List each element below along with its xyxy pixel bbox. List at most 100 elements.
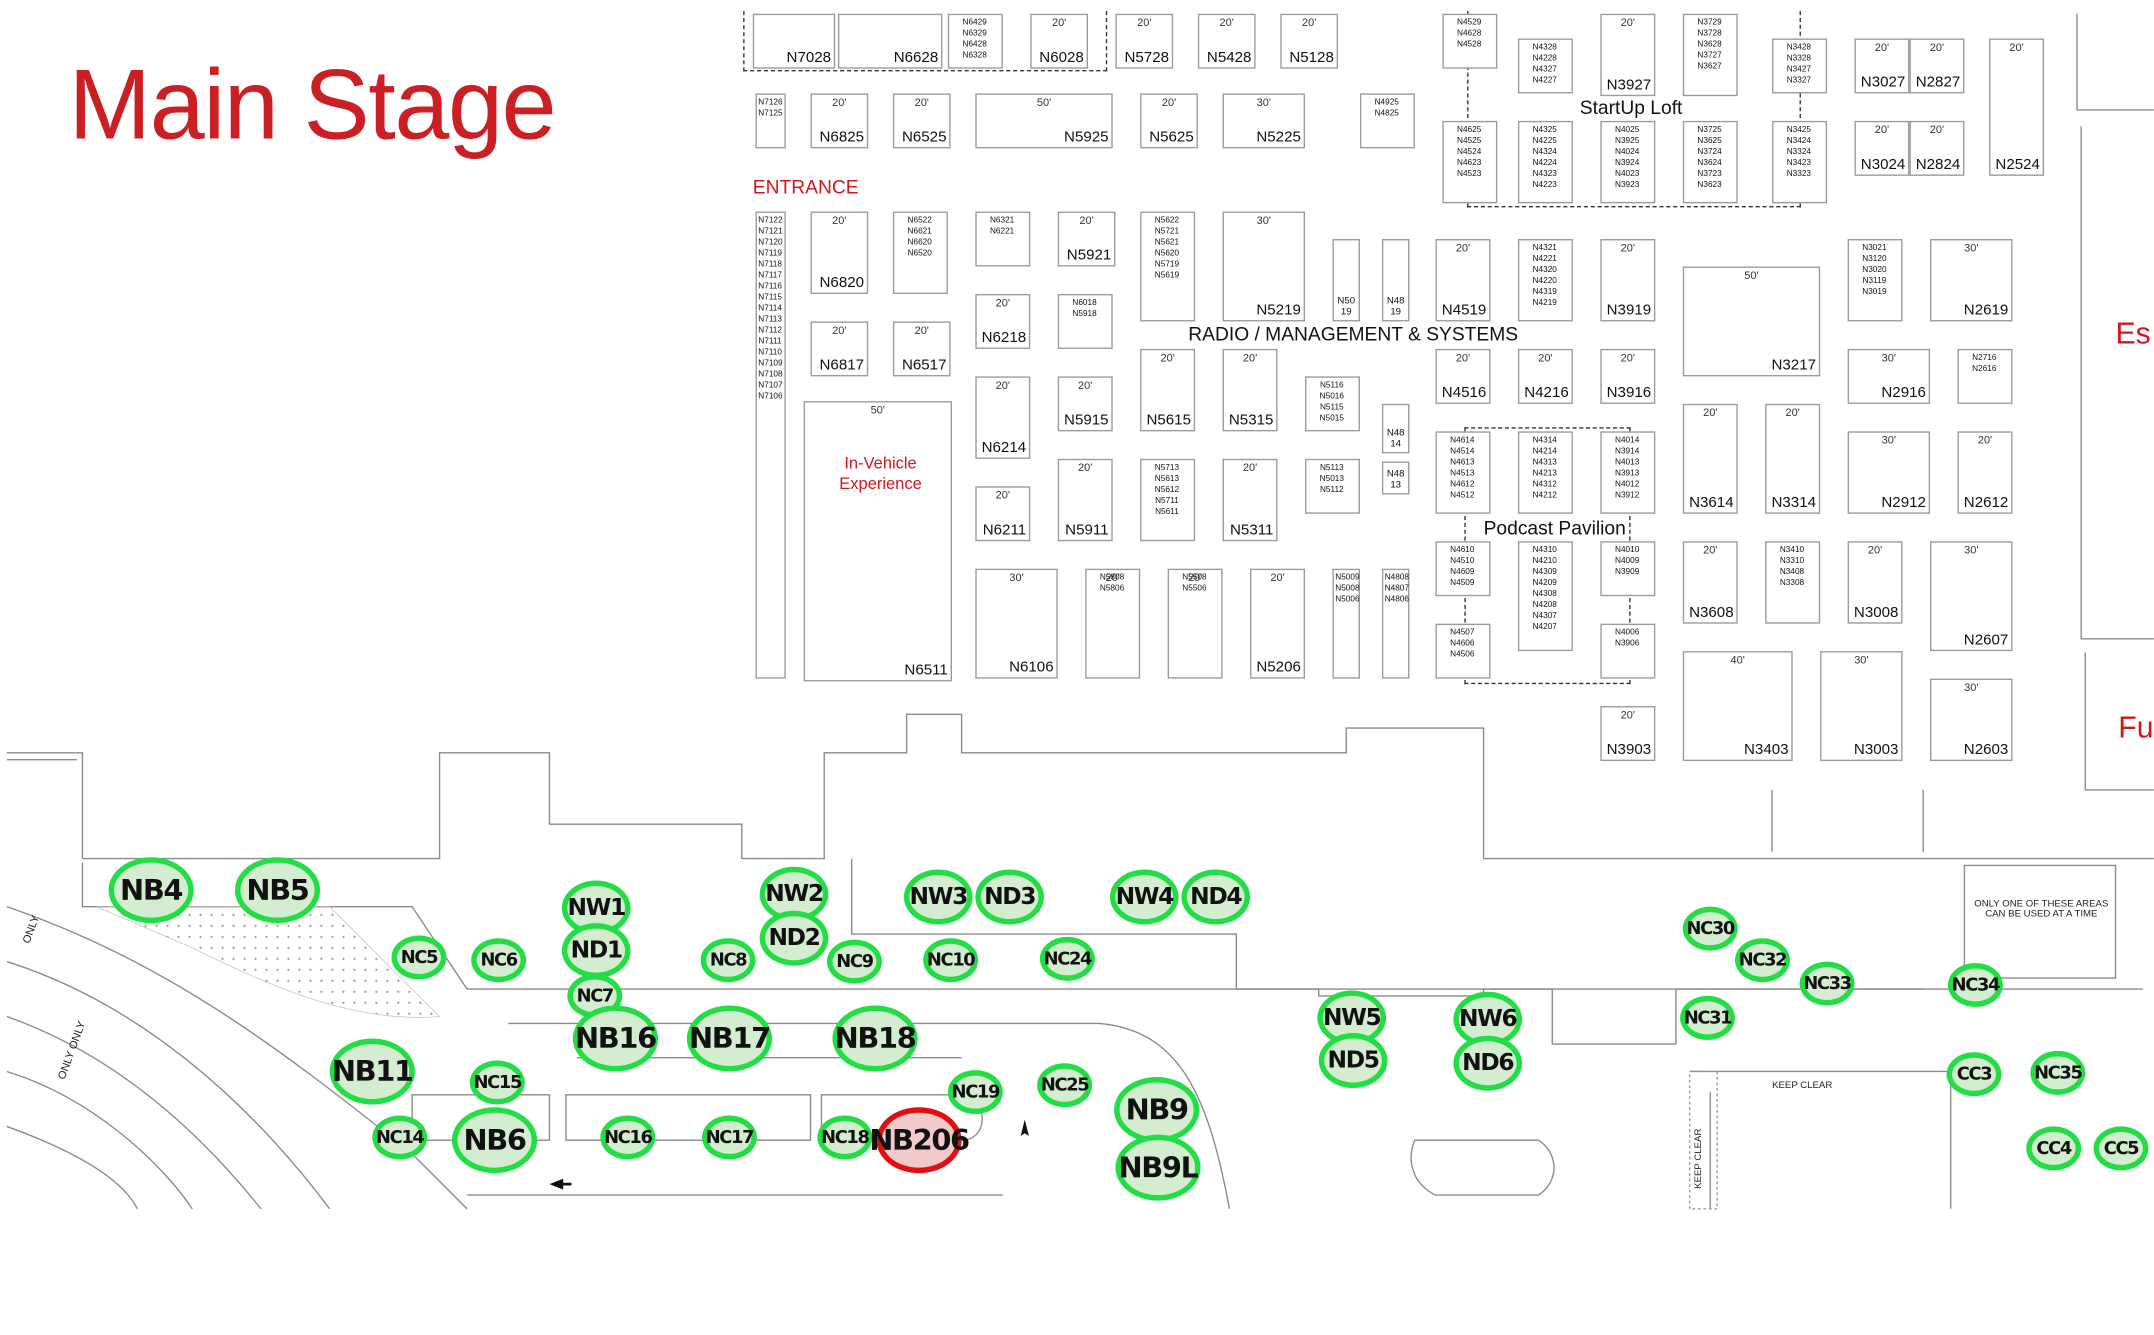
booth[interactable]: 20'N3008 <box>1847 541 1903 624</box>
booth[interactable]: N7126 N7125 <box>755 93 786 149</box>
booth[interactable]: 20'N3919 <box>1600 239 1656 322</box>
booth[interactable]: N6628 <box>837 13 943 69</box>
booth[interactable]: N5622 N5721 N5621 N5620 N5719 N5619 <box>1140 211 1196 322</box>
spot-nc5[interactable]: NC5 <box>391 935 447 980</box>
booth[interactable]: 30'N2912 <box>1847 431 1931 514</box>
booth[interactable]: 20'N2612 <box>1957 431 2013 514</box>
spot-nc34[interactable]: NC34 <box>1947 962 2003 1007</box>
spot-nd5[interactable]: ND5 <box>1318 1033 1388 1088</box>
booth[interactable]: 20'N5911 <box>1057 458 1113 542</box>
booth[interactable]: N4610 N4510 N4609 N4509 <box>1435 541 1491 597</box>
booth[interactable]: N4328 N4228 N4327 N4227 <box>1517 38 1573 94</box>
spot-nc9[interactable]: NC9 <box>826 939 882 984</box>
booth[interactable]: N6522 N6621 N6620 N6520 <box>892 211 948 294</box>
booth[interactable]: 30'N5219 <box>1222 211 1306 322</box>
booth[interactable]: 20'N5206 <box>1250 568 1306 679</box>
booth[interactable]: N4006 N3906 <box>1600 623 1656 679</box>
spot-nc17[interactable]: NC17 <box>701 1115 757 1160</box>
spot-nc35[interactable]: NC35 <box>2030 1050 2086 1095</box>
booth[interactable]: 30'N2607 <box>1930 541 2013 652</box>
booth[interactable]: N6321 N6221 <box>975 211 1031 267</box>
spot-nd1[interactable]: ND1 <box>561 923 631 979</box>
booth[interactable]: 20'N2524 <box>1989 38 2045 176</box>
booth[interactable]: N6018 N5918 <box>1057 293 1113 349</box>
booth[interactable]: 20'N6817 <box>810 321 869 377</box>
spot-nc10[interactable]: NC10 <box>923 938 979 983</box>
spot-nc30[interactable]: NC30 <box>1682 906 1738 951</box>
booth[interactable]: N2716 N2616 <box>1957 348 2013 404</box>
booth[interactable]: 20'N6525 <box>892 93 951 149</box>
spot-nd4[interactable]: ND4 <box>1181 869 1251 925</box>
booth[interactable]: N7028 <box>752 13 836 69</box>
spot-nw1[interactable]: NW1 <box>561 880 631 936</box>
booth[interactable]: N4310 N4210 N4309 N4209 N4308 N4208 N430… <box>1517 541 1573 652</box>
spot-nd3[interactable]: ND3 <box>975 869 1045 925</box>
booth[interactable]: 30'N2619 <box>1930 239 2013 322</box>
booth[interactable]: 20'N5508 N5506 <box>1167 568 1223 679</box>
booth[interactable]: 20'N3314 <box>1765 403 1821 514</box>
booth[interactable]: N5713 N5613 N5612 N5711 N5611 <box>1140 458 1196 542</box>
spot-nc33[interactable]: NC33 <box>1799 961 1855 1006</box>
booth[interactable]: N4314 N4214 N4313 N4213 N4312 N4212 <box>1517 431 1573 514</box>
spot-nw4[interactable]: NW4 <box>1109 869 1179 925</box>
booth[interactable]: N4014 N3914 N4013 N3913 N4012 N3912 <box>1600 431 1656 514</box>
booth[interactable]: 20'N5311 <box>1222 458 1278 542</box>
spot-nb6[interactable]: NB6 <box>451 1107 538 1174</box>
booth[interactable]: 20'N4519 <box>1435 239 1491 322</box>
booth[interactable]: 20'N3027 <box>1854 38 1910 94</box>
spot-nw3[interactable]: NW3 <box>903 869 973 925</box>
booth[interactable]: N5009 N5008 N5006 <box>1332 568 1360 679</box>
booth[interactable]: 20'N6211 <box>975 486 1031 542</box>
booth[interactable]: N5113 N5013 N5112 <box>1305 458 1360 514</box>
booth[interactable]: N4625 N4525 N4524 N4623 N4523 <box>1442 120 1498 204</box>
spot-nb9l[interactable]: NB9L <box>1115 1134 1201 1201</box>
booth[interactable]: N4814 <box>1381 403 1410 454</box>
booth[interactable]: 20'N6820 <box>810 211 869 294</box>
booth[interactable]: 20'N2824 <box>1909 120 1965 176</box>
booth[interactable]: N4507 N4606 N4506 <box>1435 623 1491 679</box>
booth[interactable]: 20'N6218 <box>975 293 1031 349</box>
booth[interactable]: N6429 N6329 N6428 N6328 <box>947 13 1003 69</box>
spot-nw5[interactable]: NW5 <box>1317 990 1387 1046</box>
booth[interactable]: 20'N4516 <box>1435 348 1491 404</box>
booth[interactable]: 20'N5921 <box>1057 211 1116 267</box>
booth[interactable]: 30'N3003 <box>1820 651 1903 762</box>
booth[interactable]: 50'N6511 <box>803 401 952 682</box>
spot-nb9[interactable]: NB9 <box>1114 1076 1200 1143</box>
booth[interactable]: N7122 N7121 N7120 N7119 N7118 N7117 N711… <box>755 211 786 679</box>
booth[interactable]: N3428 N3328 N3427 N3327 <box>1772 38 1828 94</box>
booth[interactable]: N4529 N4628 N4528 <box>1442 13 1498 69</box>
booth[interactable]: 20'N2827 <box>1909 38 1965 94</box>
booth[interactable]: 20'N5615 <box>1140 348 1196 432</box>
booth[interactable]: 20'N5128 <box>1280 13 1338 69</box>
booth[interactable]: 20'N3903 <box>1600 706 1656 762</box>
spot-nc14[interactable]: NC14 <box>372 1115 428 1160</box>
booth[interactable]: N4321 N4221 N4320 N4220 N4319 N4219 <box>1517 239 1573 322</box>
spot-nb17[interactable]: NB17 <box>686 1005 773 1072</box>
booth[interactable]: N4819 <box>1381 239 1410 322</box>
booth[interactable]: N4808 N4807 N4806 <box>1381 568 1410 679</box>
booth[interactable]: 20'N5808 N5806 <box>1085 568 1141 679</box>
booth[interactable]: 20'N3927 <box>1600 13 1656 97</box>
spot-nb16[interactable]: NB16 <box>572 1005 659 1072</box>
spot-nb206[interactable]: NB206 <box>869 1107 970 1174</box>
spot-nc25[interactable]: NC25 <box>1037 1063 1093 1108</box>
booth[interactable]: N3425 N3424 N3324 N3423 N3323 <box>1772 120 1828 204</box>
booth[interactable]: N4025 N3925 N4024 N3924 N4023 N3923 <box>1600 120 1656 204</box>
booth[interactable]: 20'N5915 <box>1057 376 1113 432</box>
booth[interactable]: 20'N4216 <box>1517 348 1573 404</box>
booth[interactable]: 20'N6517 <box>892 321 951 377</box>
booth[interactable]: 20'N3916 <box>1600 348 1656 404</box>
spot-nc19[interactable]: NC19 <box>947 1070 1003 1115</box>
spot-nc15[interactable]: NC15 <box>469 1060 525 1105</box>
spot-nb4[interactable]: NB4 <box>108 857 194 924</box>
spot-nb18[interactable]: NB18 <box>832 1005 918 1072</box>
booth[interactable]: 50'N3217 <box>1682 266 1821 377</box>
spot-nc31[interactable]: NC31 <box>1680 995 1735 1040</box>
booth[interactable]: N4813 <box>1381 461 1410 495</box>
booth[interactable]: 20'N6825 <box>810 93 869 149</box>
booth[interactable]: 20'N5625 <box>1140 93 1198 149</box>
booth[interactable]: N3729 N3728 N3628 N3727 N3627 <box>1682 13 1738 97</box>
booth[interactable]: 20'N6028 <box>1030 13 1088 69</box>
